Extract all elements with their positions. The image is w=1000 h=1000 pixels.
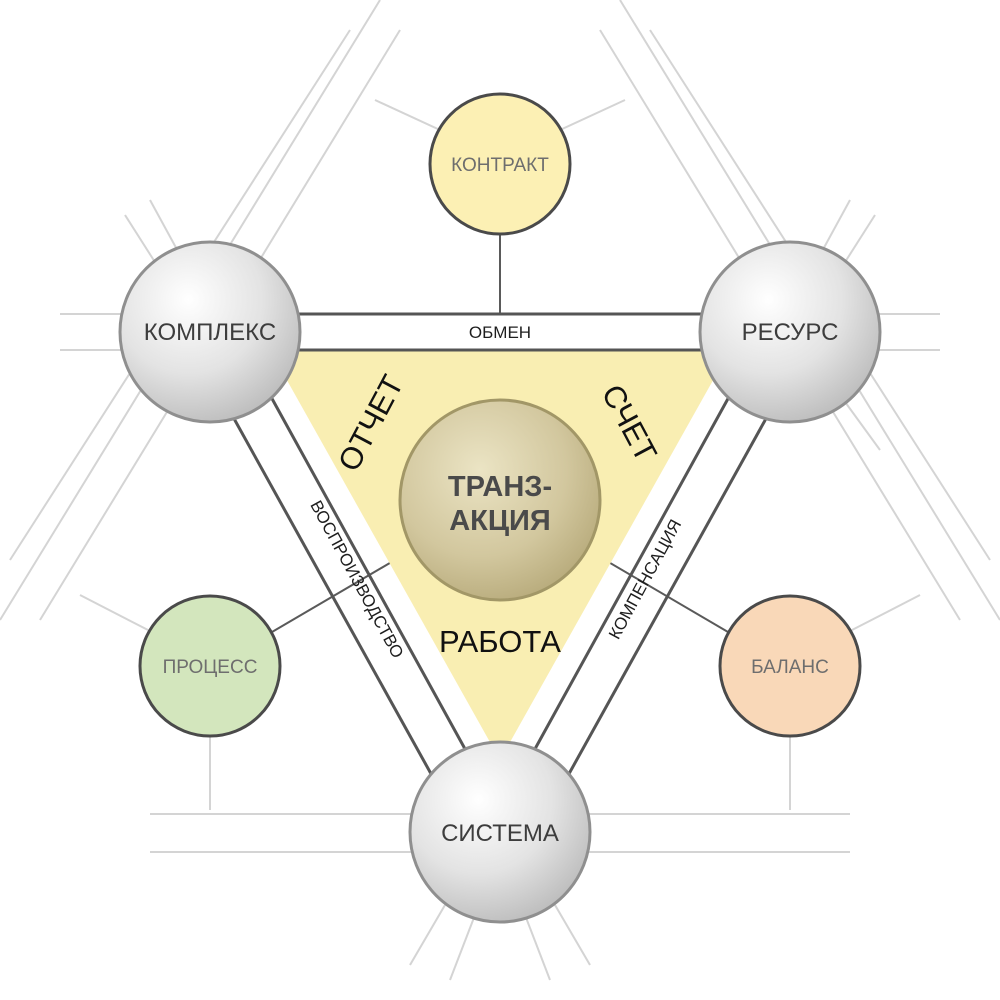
node-kompleks-label: КОМПЛЕКС — [144, 319, 276, 346]
node-kompleks[interactable]: КОМПЛЕКС — [118, 240, 302, 424]
sector-label-rabota: РАБОТА — [439, 624, 561, 659]
node-sistema[interactable]: СИСТЕМА — [408, 740, 592, 924]
bands — [230, 312, 770, 791]
center-label-line1: ТРАНЗ- — [448, 471, 552, 503]
node-balans-label: БАЛАНС — [751, 657, 829, 678]
band-label-top: ОБМЕН — [469, 323, 531, 342]
center-node-transaction[interactable]: ТРАНЗ- АКЦИЯ — [398, 398, 602, 602]
node-resurs-label: РЕСУРС — [742, 319, 839, 346]
node-balans[interactable]: БАЛАНС — [718, 594, 862, 738]
node-resurs[interactable]: РЕСУРС — [698, 240, 882, 424]
node-sistema-label: СИСТЕМА — [441, 820, 559, 847]
node-kontrakt-label: КОНТРАКТ — [451, 155, 549, 176]
node-kontrakt[interactable]: КОНТРАКТ — [428, 92, 572, 236]
center-label-line2: АКЦИЯ — [449, 505, 551, 537]
node-process[interactable]: ПРОЦЕСС — [138, 594, 282, 738]
node-process-label: ПРОЦЕСС — [163, 657, 258, 678]
